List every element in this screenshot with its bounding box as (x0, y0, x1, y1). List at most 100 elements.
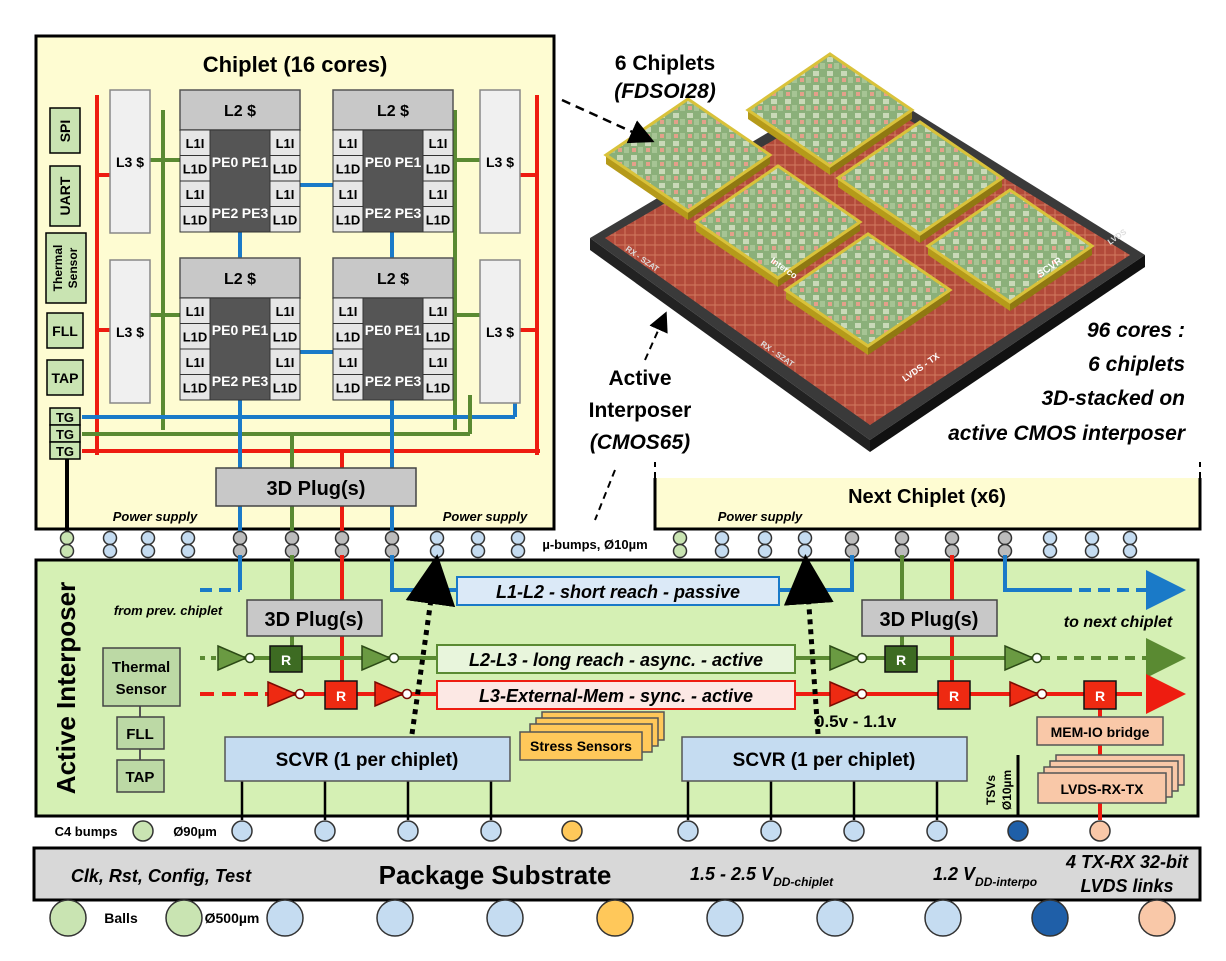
buffer (361, 644, 400, 672)
l1-cache (179, 297, 211, 324)
scvr-blocks: SCVR (1 per chiplet) SCVR (1 per chiplet… (224, 736, 968, 820)
package-substrate (32, 846, 1202, 902)
tap-box (46, 359, 84, 396)
buffer-bubble (388, 652, 400, 664)
c4-size: Ø90µm (173, 824, 217, 839)
balls-label: Balls (104, 910, 138, 926)
l2-cache (332, 257, 454, 299)
package-left-label: Clk, Rst, Config, Test (71, 866, 252, 886)
l1-label: L1I (429, 187, 448, 202)
c4-bump (1089, 820, 1111, 842)
next-power-supply: Power supply (718, 509, 803, 524)
interposer-tap-label: TAP (126, 769, 155, 786)
l1-label: L1D (336, 381, 361, 396)
l1-cache (269, 206, 301, 233)
l3-cache-bl (109, 259, 151, 404)
c4-bump (231, 820, 253, 842)
l3-label-tl: L3 $ (116, 154, 144, 170)
c4-bump (132, 820, 154, 842)
memio-bridge (1036, 716, 1164, 746)
micro-bump (997, 530, 1013, 546)
l3-label-br: L3 $ (486, 324, 514, 340)
l1-label: L1I (429, 355, 448, 370)
l1-label: L1D (273, 162, 298, 177)
buffer-triangle (829, 680, 860, 708)
package-ball (816, 899, 854, 937)
stack-title-2: (FDSOI28) (614, 80, 716, 103)
uart-label: UART (57, 176, 73, 215)
micro-bump (1084, 543, 1100, 559)
micro-bump (510, 530, 526, 546)
interposer-thermal-1: Thermal (112, 659, 170, 676)
pe-label: PE3 (395, 373, 422, 389)
micro-bump (797, 530, 813, 546)
buffer (374, 680, 413, 708)
die-side-left (606, 155, 688, 220)
chiplet-3d-plug-label: 3D Plug(s) (267, 478, 366, 500)
l1-label: L1D (273, 381, 298, 396)
buffer-bubble (244, 652, 256, 664)
micro-bump (672, 543, 688, 559)
vdd-interpo-sub: DD-interpo (975, 875, 1037, 889)
summary-line-1: 96 cores : (1087, 319, 1185, 342)
l1-label: L1D (183, 330, 208, 345)
summary-line-3: 3D-stacked on (1041, 387, 1185, 410)
memio-lvds: MEM-IO bridge LVDS-RX-TX (1036, 716, 1185, 804)
chiplet-title: Chiplet (16 cores) (203, 52, 388, 77)
vdd-interpo-main: 1.2 V (933, 864, 977, 884)
buffer (1004, 644, 1043, 672)
micro-bump (1042, 530, 1058, 546)
buffers (217, 644, 1048, 708)
c4-bump (480, 820, 502, 842)
summary-line-4: active CMOS interposer (948, 422, 1187, 445)
buffer-bubble (856, 652, 868, 664)
l1-label: L1I (429, 136, 448, 151)
buffer (217, 644, 256, 672)
buffer-triangle (374, 680, 405, 708)
l1-label: L1D (426, 330, 451, 345)
c4-bump (843, 820, 865, 842)
stack-pointer (561, 98, 655, 144)
chiplet-die (745, 52, 915, 175)
l3-caches: L3 $ L3 $ L3 $ L3 $ (109, 89, 521, 404)
l1-cache (179, 374, 211, 401)
tg-label-2: TG (56, 427, 74, 442)
interposer-title: Active Interposer (51, 582, 81, 794)
chiplet-3d-plug (215, 467, 417, 507)
micro-bump (140, 530, 156, 546)
scvr-right (681, 736, 968, 782)
l1-cache (179, 129, 211, 156)
c4-bump (397, 820, 419, 842)
summary-line-2: 6 chiplets (1088, 353, 1185, 376)
vdd-chiplet-main: 1.5 - 2.5 V (690, 864, 775, 884)
router-green-1 (269, 645, 303, 673)
package-ball (165, 899, 203, 937)
micro-bump (757, 530, 773, 546)
next-chiplet: Next Chiplet (x6) Power supply (653, 462, 1202, 531)
stacked-chiplets (603, 52, 1095, 355)
micro-bumps (59, 530, 1138, 559)
l3-cache-br (479, 259, 521, 404)
l1-cache (332, 323, 364, 350)
l1-label: L1I (339, 187, 358, 202)
tg-label-1: TG (56, 410, 74, 425)
pe-label: PE0 (212, 154, 239, 170)
l1-label: L1D (183, 162, 208, 177)
micro-bump (844, 530, 860, 546)
bus-l3mem-box (436, 680, 796, 710)
die-top (783, 232, 953, 348)
spi-box (49, 107, 81, 154)
micro-bump (429, 543, 445, 559)
chiplet-die (925, 188, 1095, 311)
micro-bump (59, 530, 75, 546)
l1-cache (332, 297, 364, 324)
micro-bump (180, 543, 196, 559)
micro-bump (1122, 543, 1138, 559)
l3-label-tr: L3 $ (486, 154, 514, 170)
lvds-label: LVDS-RX-TX (1061, 781, 1145, 797)
die-side-right (688, 155, 770, 220)
pe-label: PE0 (365, 322, 392, 338)
